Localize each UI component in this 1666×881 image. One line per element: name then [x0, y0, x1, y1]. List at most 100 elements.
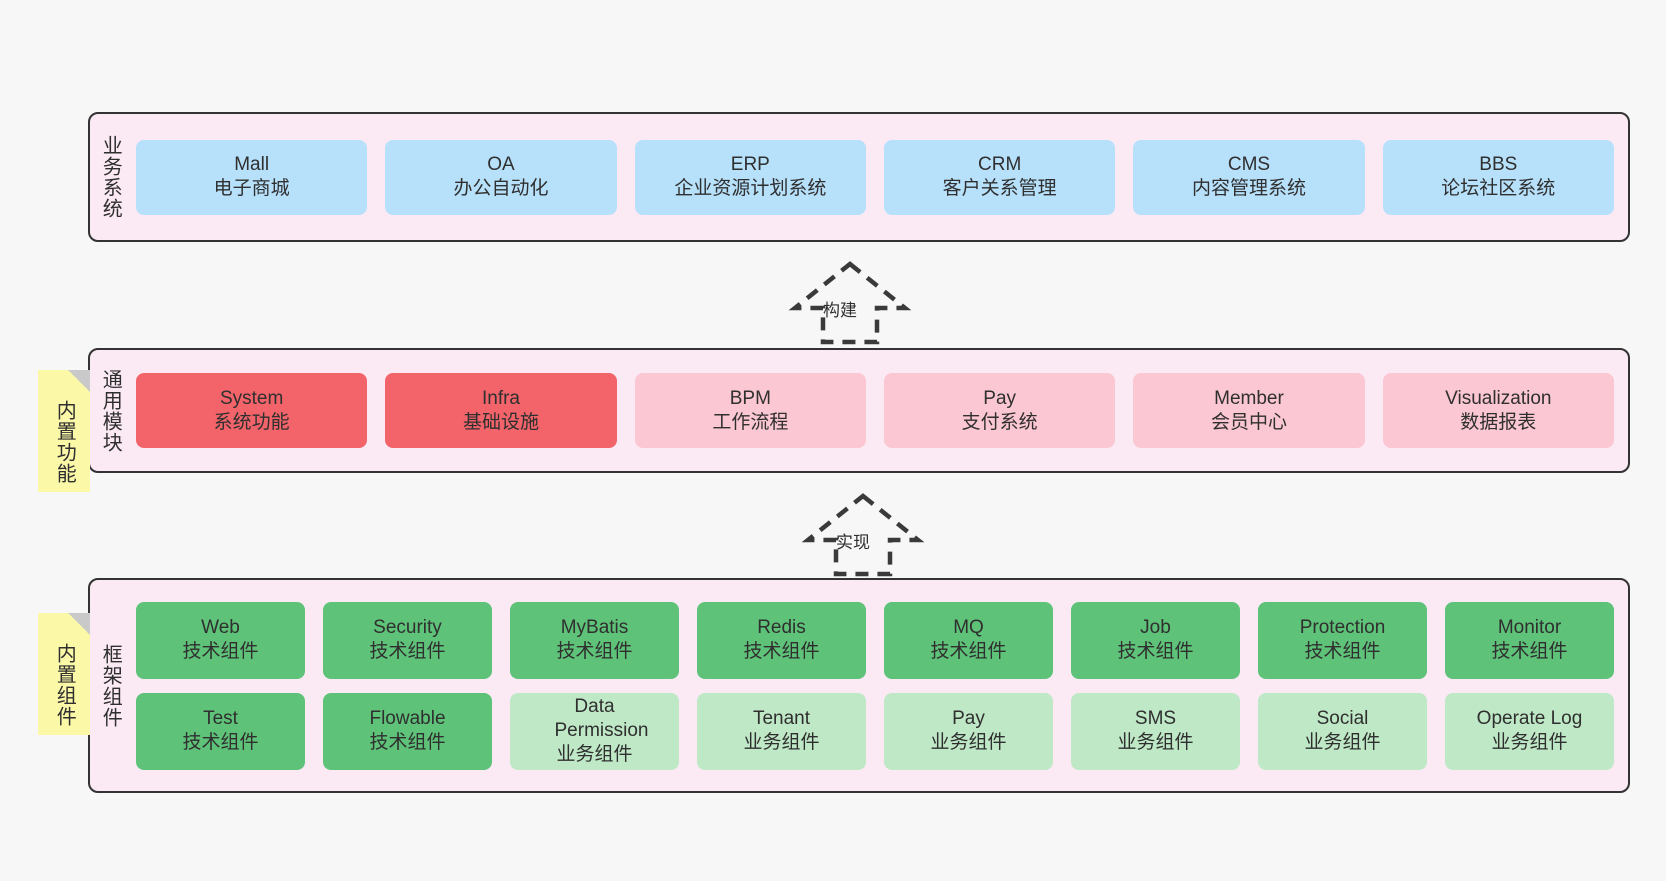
layer-title-common-module: 通用模块	[99, 368, 122, 453]
card-cn-label: 系统功能	[213, 411, 290, 433]
card-en-label: Member	[1214, 387, 1284, 409]
layer-boxes-framework-component: Web 技术组件 Security 技术组件 MyBatis 技术组件 Redi…	[130, 580, 1628, 791]
card-cn-label: 办公自动化	[453, 178, 549, 199]
card-cn-label: 会员中心	[1210, 411, 1287, 433]
layer-common-module: 通用模块 System 系统功能 Infra 基础设施 BPM 工作流程 Pay…	[88, 348, 1630, 473]
card-visualization[interactable]: Visualization 数据报表	[1382, 373, 1614, 448]
card-en-label: Security	[373, 617, 442, 639]
card-cn-label: 技术组件	[182, 641, 259, 662]
card-en-label: Tenant	[752, 708, 811, 730]
card-member[interactable]: Member 会员中心	[1133, 373, 1365, 448]
card-en-label: Visualization	[1445, 387, 1552, 409]
card-en-label: Pay	[983, 387, 1017, 409]
card-cn-label: 技术组件	[369, 641, 446, 662]
card-en-label: MyBatis	[560, 617, 629, 639]
sticky-note-label: 内置功能	[53, 400, 76, 484]
card-mybatis[interactable]: MyBatis 技术组件	[510, 601, 679, 679]
card-cn-label: 技术组件	[182, 732, 259, 753]
card-en-label: Operate Log	[1476, 708, 1583, 730]
card-cn-label: 业务组件	[1304, 732, 1381, 753]
card-cn-label: 技术组件	[556, 641, 633, 662]
sticky-note-builtin-function: 内置功能	[38, 370, 90, 492]
card-cn-label: 技术组件	[930, 641, 1007, 662]
card-en-label: Pay	[952, 708, 985, 730]
card-job[interactable]: Job 技术组件	[1071, 601, 1240, 679]
card-cn-label: 业务组件	[930, 732, 1007, 753]
card-operate-log[interactable]: Operate Log 业务组件	[1445, 692, 1614, 770]
card-monitor[interactable]: Monitor 技术组件	[1445, 601, 1614, 679]
card-crm[interactable]: CRM 客户关系管理	[883, 139, 1116, 215]
card-cn-label: 业务组件	[556, 743, 633, 765]
card-en-label: Social	[1316, 708, 1369, 730]
card-en-label: CRM	[978, 154, 1022, 176]
build-arrow-shape	[788, 261, 912, 345]
card-cn-label: 支付系统	[961, 411, 1038, 433]
card-en-label: OA	[487, 154, 515, 176]
card-cn-label: 技术组件	[369, 732, 446, 753]
card-data-permission[interactable]: Data Permission 业务组件	[510, 692, 679, 770]
card-web[interactable]: Web 技术组件	[136, 601, 305, 679]
card-security[interactable]: Security 技术组件	[323, 601, 492, 679]
card-cn-label: 数据报表	[1460, 411, 1537, 433]
card-cn-label: 电子商城	[213, 178, 290, 199]
card-en-label: Test	[203, 708, 238, 730]
card-tenant[interactable]: Tenant 业务组件	[697, 692, 866, 770]
card-en-label: ERP	[730, 154, 770, 176]
card-cn-label: 基础设施	[462, 411, 539, 433]
build-arrow: 构建	[755, 258, 945, 346]
card-en-label: Web	[201, 617, 240, 639]
card-en-label: CMS	[1227, 154, 1271, 176]
layer-boxes-business-system: Mall 电子商城 OA 办公自动化 ERP 企业资源计划系统 CRM 客户关系…	[130, 114, 1628, 240]
card-en-label: Flowable	[369, 708, 446, 730]
card-en-label: Mall	[234, 154, 270, 176]
card-en-label: Infra	[481, 387, 520, 409]
card-protection[interactable]: Protection 技术组件	[1258, 601, 1427, 679]
card-en-label: BPM	[729, 387, 771, 409]
card-test[interactable]: Test 技术组件	[136, 692, 305, 770]
implement-arrow-label: 实现	[836, 533, 870, 552]
sticky-note-label: 内置组件	[53, 643, 76, 727]
card-en-label: SMS	[1134, 708, 1177, 730]
card-social[interactable]: Social 业务组件	[1258, 692, 1427, 770]
card-cn-label: 论坛社区系统	[1441, 178, 1556, 199]
framework-row-business: Test 技术组件 Flowable 技术组件 Data Permission …	[136, 692, 1614, 770]
card-flowable[interactable]: Flowable 技术组件	[323, 692, 492, 770]
layer-business-system: 业务系统 Mall 电子商城 OA 办公自动化 ERP 企业资源计划系统 CRM…	[88, 112, 1630, 242]
card-cn-label: 业务组件	[1117, 732, 1194, 753]
card-en-label: Monitor	[1497, 617, 1562, 639]
card-system[interactable]: System 系统功能	[136, 373, 368, 448]
card-redis[interactable]: Redis 技术组件	[697, 601, 866, 679]
card-cn-label: 业务组件	[1491, 732, 1568, 753]
card-cn-label: 客户关系管理	[942, 178, 1057, 199]
card-cn-label: 技术组件	[1117, 641, 1194, 662]
card-en-label: Redis	[757, 617, 806, 639]
framework-row-technical: Web 技术组件 Security 技术组件 MyBatis 技术组件 Redi…	[136, 601, 1614, 679]
card-cms[interactable]: CMS 内容管理系统	[1133, 139, 1365, 215]
card-erp[interactable]: ERP 企业资源计划系统	[634, 139, 866, 215]
card-mq[interactable]: MQ 技术组件	[884, 601, 1053, 679]
implement-arrow: 实现	[768, 490, 958, 583]
card-pay-module[interactable]: Pay 支付系统	[883, 373, 1116, 448]
card-cn-label: 技术组件	[1304, 641, 1381, 662]
layer-title-business-system: 业务系统	[99, 135, 122, 219]
sticky-note-builtin-component: 内置组件	[38, 613, 90, 735]
card-cn-label: 企业资源计划系统	[674, 178, 827, 199]
layer-boxes-common-module: System 系统功能 Infra 基础设施 BPM 工作流程 Pay 支付系统…	[130, 350, 1628, 471]
card-cn-label: 内容管理系统	[1191, 178, 1306, 199]
card-cn-label: 技术组件	[743, 641, 820, 662]
build-arrow-label: 构建	[823, 301, 857, 320]
card-bpm[interactable]: BPM 工作流程	[634, 373, 866, 448]
card-en-label: MQ	[953, 617, 984, 639]
card-en-label: Job	[1140, 617, 1171, 639]
card-bbs[interactable]: BBS 论坛社区系统	[1382, 139, 1614, 215]
card-oa[interactable]: OA 办公自动化	[385, 139, 617, 215]
layer-framework-component: 框架组件 Web 技术组件 Security 技术组件 MyBatis 技术组件…	[88, 578, 1630, 793]
card-en-label: BBS	[1479, 154, 1518, 176]
card-cn-label: 工作流程	[712, 411, 789, 433]
card-sms[interactable]: SMS 业务组件	[1071, 692, 1240, 770]
card-infra[interactable]: Infra 基础设施	[385, 373, 617, 448]
card-mall[interactable]: Mall 电子商城	[136, 139, 368, 215]
card-pay-component[interactable]: Pay 业务组件	[884, 692, 1053, 770]
card-en-label: Data Permission	[554, 696, 649, 742]
card-en-label: Protection	[1299, 617, 1386, 639]
